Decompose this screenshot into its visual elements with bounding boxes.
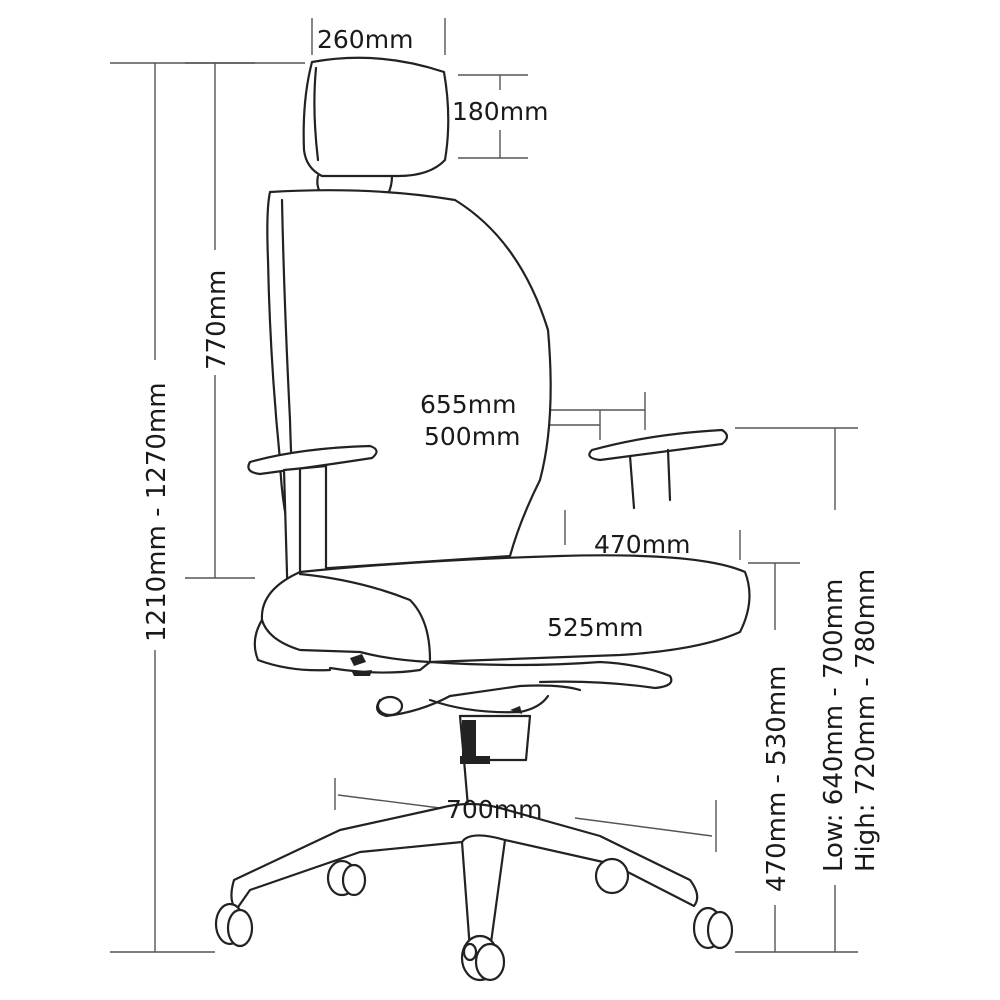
caster-back-left: [326, 859, 367, 897]
caster-front: [460, 934, 506, 982]
arm-width-outer-label: 655mm: [420, 390, 516, 419]
right-arm-post: [628, 448, 672, 510]
chair-illustration: [214, 56, 751, 982]
headrest: [302, 56, 450, 178]
caster-back-right: [594, 857, 630, 895]
left-armrest-pad: [247, 444, 378, 476]
seat-depth-label: 470mm: [594, 530, 690, 559]
arm-height-low-label: Low: 640mm - 700mm: [819, 579, 849, 872]
headrest-width-label: 260mm: [317, 25, 413, 54]
backrest-height-label: 770mm: [202, 270, 232, 370]
seat-mechanism: [328, 660, 432, 674]
headrest-height-label: 180mm: [452, 97, 548, 126]
backrest: [266, 189, 552, 572]
caster-left: [214, 902, 254, 948]
caster-right: [692, 906, 734, 950]
right-armrest-pad: [588, 428, 729, 462]
base-width-label: 700mm: [446, 795, 542, 824]
overall-height-label: 1210mm - 1270mm: [142, 382, 172, 642]
arm-width-inner-label: 500mm: [424, 422, 520, 451]
seat-height-label: 470mm - 530mm: [762, 666, 792, 892]
dimension-labels: 260mm 180mm 655mm 500mm 470mm 525mm 700m…: [142, 25, 881, 892]
seat: [260, 554, 751, 664]
arm-height-high-label: High: 720mm - 780mm: [851, 569, 881, 872]
seat-width-label: 525mm: [547, 613, 643, 642]
